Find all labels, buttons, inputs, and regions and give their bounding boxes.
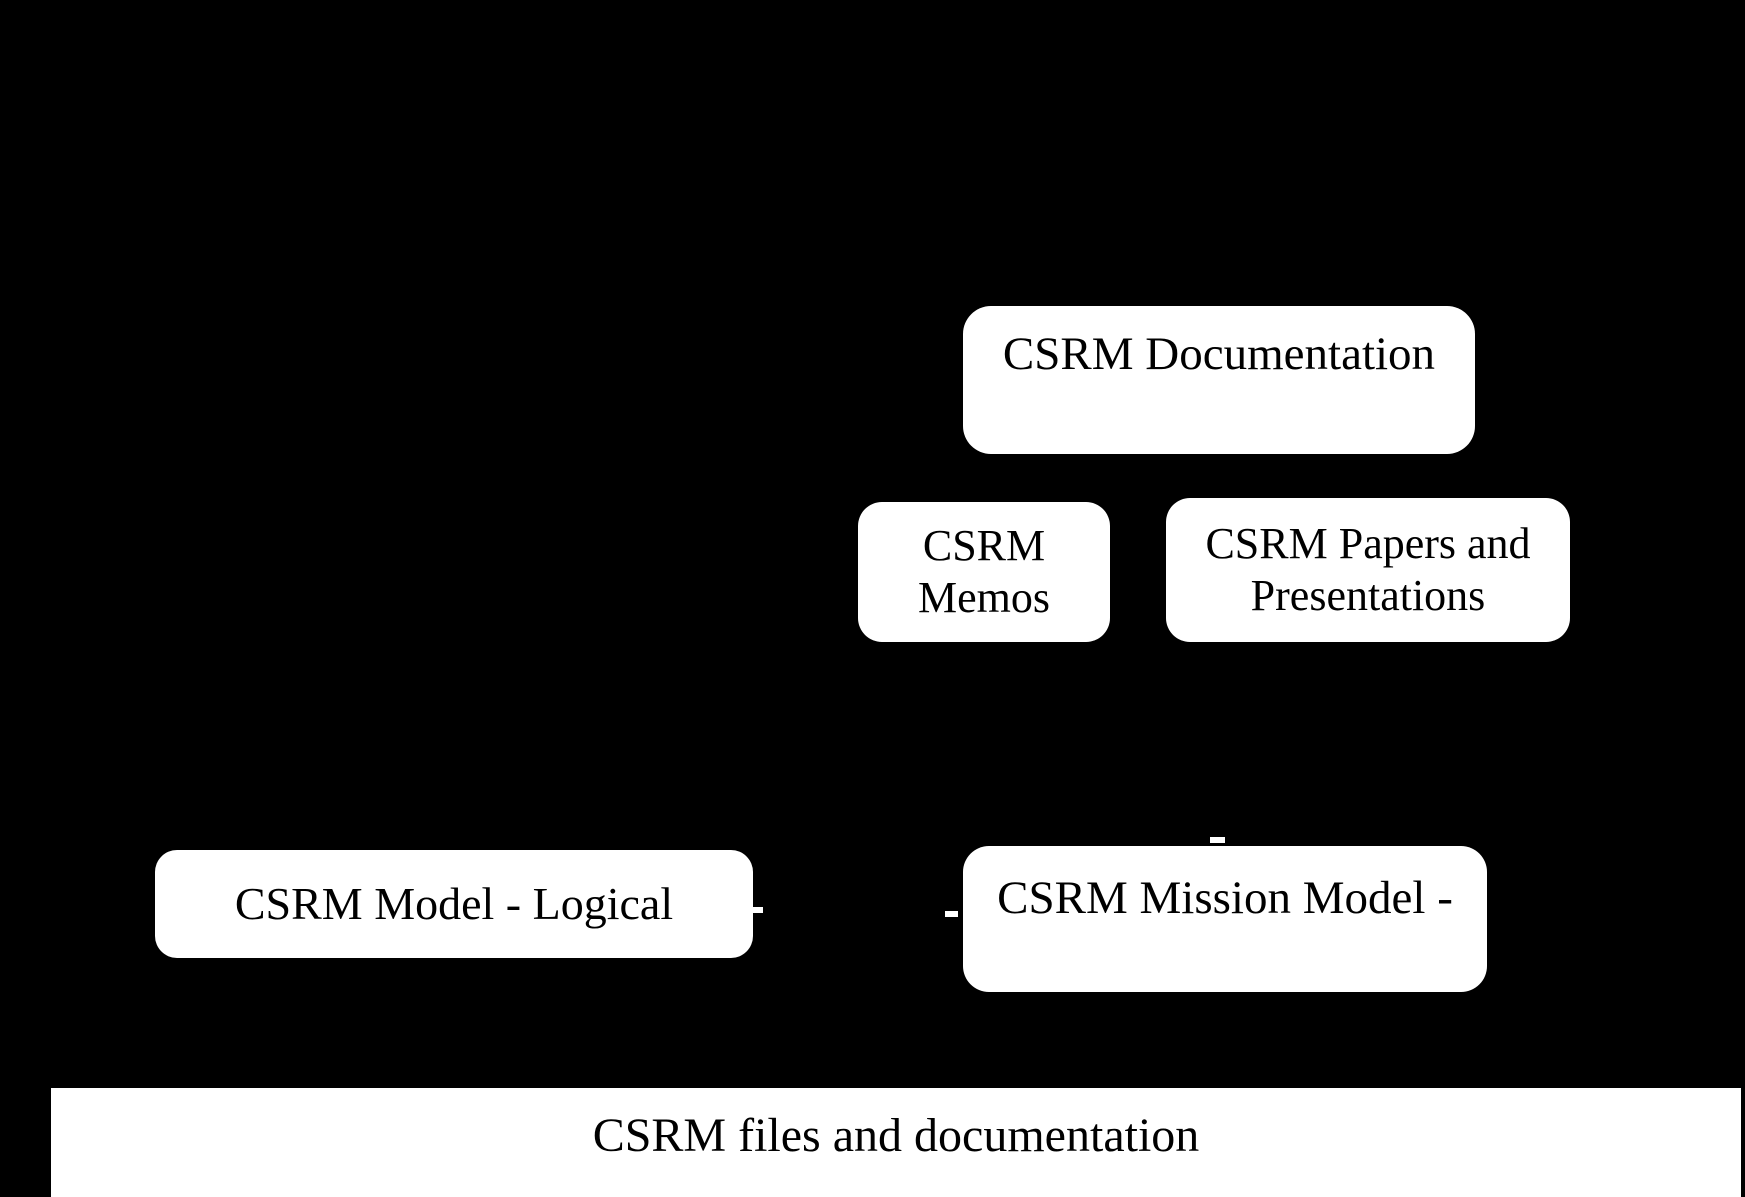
- node-csrm-model-logical: CSRM Model - Logical: [155, 850, 753, 958]
- node-label: CSRM Documentation: [1002, 328, 1436, 380]
- connector-remnant-left-of-mission: [945, 911, 958, 917]
- node-label-line-1: CSRM Papers and: [1205, 519, 1531, 569]
- node-csrm-memos: CSRM Memos: [858, 502, 1110, 642]
- node-csrm-papers-and-presentations: CSRM Papers and Presentations: [1166, 498, 1570, 642]
- connector-remnant-above-mission: [1210, 837, 1225, 843]
- node-label: CSRM Model - Logical: [234, 877, 674, 929]
- node-csrm-documentation: CSRM Documentation: [963, 306, 1475, 454]
- node-label-line-2: Presentations: [1250, 571, 1486, 620]
- node-label: CSRM Mission Model -: [997, 872, 1453, 924]
- connector-remnant-right-of-logical: [750, 907, 763, 913]
- node-label-line-1: CSRM: [922, 521, 1046, 571]
- node-label-line-2: Memos: [918, 573, 1050, 622]
- node-csrm-mission-model: CSRM Mission Model -: [963, 846, 1487, 992]
- diagram-footer-label: CSRM files and documentation: [592, 1109, 1200, 1162]
- diagram-footer-bar: CSRM files and documentation: [51, 1088, 1741, 1197]
